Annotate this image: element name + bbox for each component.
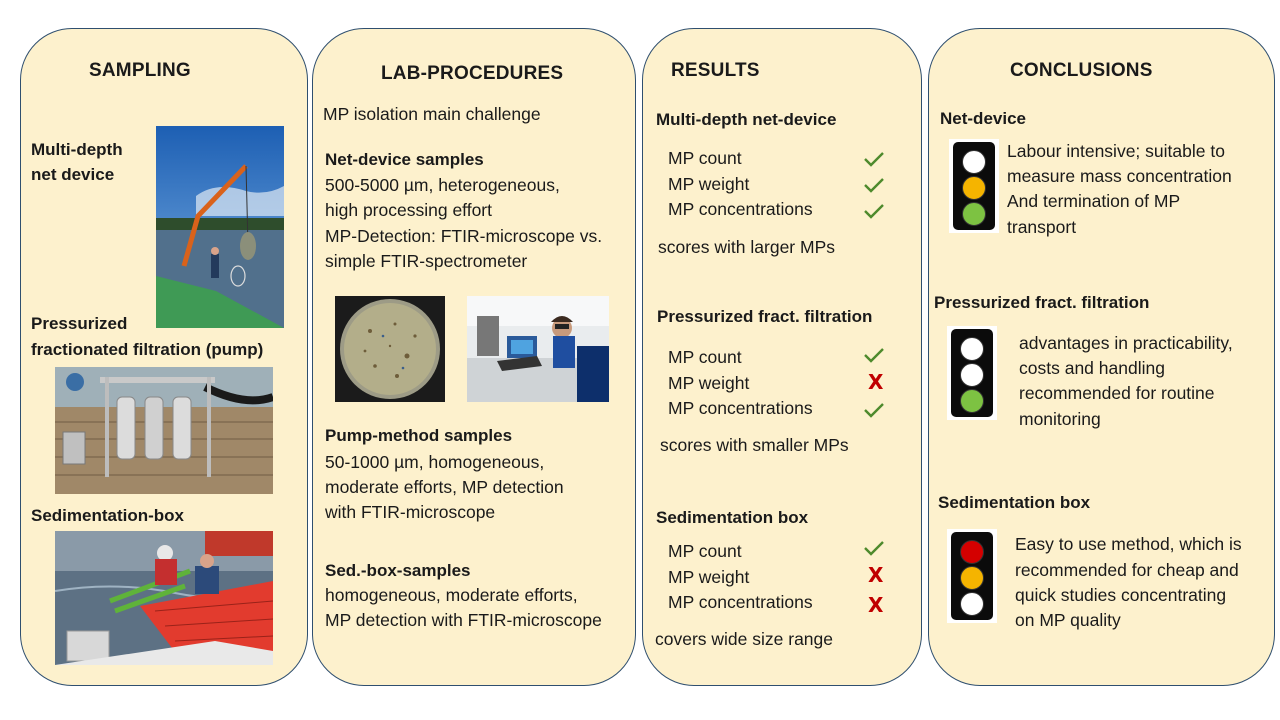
conclusion-line: transport (1007, 217, 1077, 237)
lab-pump-line: with FTIR-microscope (325, 502, 496, 522)
conclusion-line: quick studies concentrating (1015, 585, 1227, 605)
sampling-item-net-line1: Multi-depth (31, 140, 123, 159)
traffic-light-icon (947, 326, 997, 420)
results-row-label: MP count (668, 148, 742, 168)
lab-net-line: 500-5000 µm, heterogeneous, (325, 175, 560, 195)
results-group-title: Sedimentation box (656, 508, 809, 527)
results-note: covers wide size range (655, 629, 833, 649)
ftir-lab-photo (467, 296, 609, 402)
results-row-label: MP concentrations (668, 398, 813, 418)
lab-sed-title: Sed.-box-samples (325, 561, 471, 580)
lab-pump-title: Pump-method samples (325, 426, 513, 445)
cross-icon: X (868, 563, 884, 587)
check-icon (864, 348, 884, 363)
results-row-label: MP count (668, 347, 742, 367)
sampling-item-pump-line2: fractionated filtration (pump) (31, 340, 264, 359)
cross-icon: X (868, 370, 884, 394)
conclusion-line: And termination of MP (1007, 191, 1181, 211)
results-note: scores with smaller MPs (660, 435, 849, 455)
conclusion-line: costs and handling (1019, 358, 1165, 378)
lab-pump-line: 50-1000 µm, homogeneous, (325, 452, 545, 472)
traffic-light-icon (947, 529, 997, 623)
results-row-label: MP weight (668, 373, 750, 393)
results-row-label: MP weight (668, 174, 750, 194)
check-icon (864, 403, 884, 418)
traffic-light-icon (949, 139, 999, 233)
lab-title: LAB-PROCEDURES (381, 63, 564, 84)
pump-filtration-photo (55, 367, 273, 494)
results-group-title: Multi-depth net-device (656, 110, 837, 129)
check-icon (864, 152, 884, 167)
sampling-item-pump-line1: Pressurized (31, 314, 128, 333)
net-device-photo (156, 126, 284, 328)
conclusion-line: recommended for cheap and (1015, 560, 1239, 580)
sampling-panel: SAMPLING Multi-depth net device Pressuri… (20, 28, 308, 686)
conclusion-line: Labour intensive; suitable to (1007, 141, 1225, 161)
results-group-title: Pressurized fract. filtration (657, 307, 873, 326)
check-icon (864, 541, 884, 556)
sampling-title: SAMPLING (89, 60, 191, 81)
results-row-label: MP count (668, 541, 742, 561)
sampling-item-sedbox: Sedimentation-box (31, 506, 185, 525)
conclusion-line: measure mass concentration (1007, 166, 1232, 186)
results-title: RESULTS (671, 60, 760, 81)
conclusion-item-title: Sedimentation box (938, 493, 1091, 512)
lab-sed-line: homogeneous, moderate efforts, (325, 585, 578, 605)
filter-sample-photo (335, 296, 445, 402)
results-note: scores with larger MPs (658, 237, 835, 257)
lab-pump-line: moderate efforts, MP detection (325, 477, 564, 497)
check-icon (864, 204, 884, 219)
lab-challenge: MP isolation main challenge (323, 104, 541, 124)
conclusions-title: CONCLUSIONS (1010, 60, 1153, 81)
lab-net-title: Net-device samples (325, 150, 484, 169)
results-panel: RESULTS Multi-depth net-device MP count … (642, 28, 922, 686)
lab-net-line: MP-Detection: FTIR-microscope vs. (325, 226, 603, 246)
conclusion-line: monitoring (1019, 409, 1101, 429)
results-row-label: MP weight (668, 567, 750, 587)
conclusion-item-title: Net-device (940, 109, 1026, 128)
sampling-item-net-line2: net device (31, 165, 115, 184)
conclusion-line: recommended for routine (1019, 383, 1215, 403)
check-icon (864, 178, 884, 193)
conclusion-line: on MP quality (1015, 610, 1121, 630)
conclusion-line: Easy to use method, which is (1015, 534, 1242, 554)
lab-net-line: simple FTIR-spectrometer (325, 251, 528, 271)
results-row-label: MP concentrations (668, 592, 813, 612)
lab-sed-line: MP detection with FTIR-microscope (325, 610, 602, 630)
lab-net-line: high processing effort (325, 200, 493, 220)
results-row-label: MP concentrations (668, 199, 813, 219)
conclusion-line: advantages in practicability, (1019, 333, 1233, 353)
conclusions-panel: CONCLUSIONS Net-device Labour intensive;… (928, 28, 1275, 686)
lab-procedures-panel: LAB-PROCEDURES MP isolation main challen… (312, 28, 636, 686)
cross-icon: X (868, 593, 884, 617)
sedimentation-box-photo (55, 531, 273, 665)
conclusion-item-title: Pressurized fract. filtration (934, 293, 1150, 312)
